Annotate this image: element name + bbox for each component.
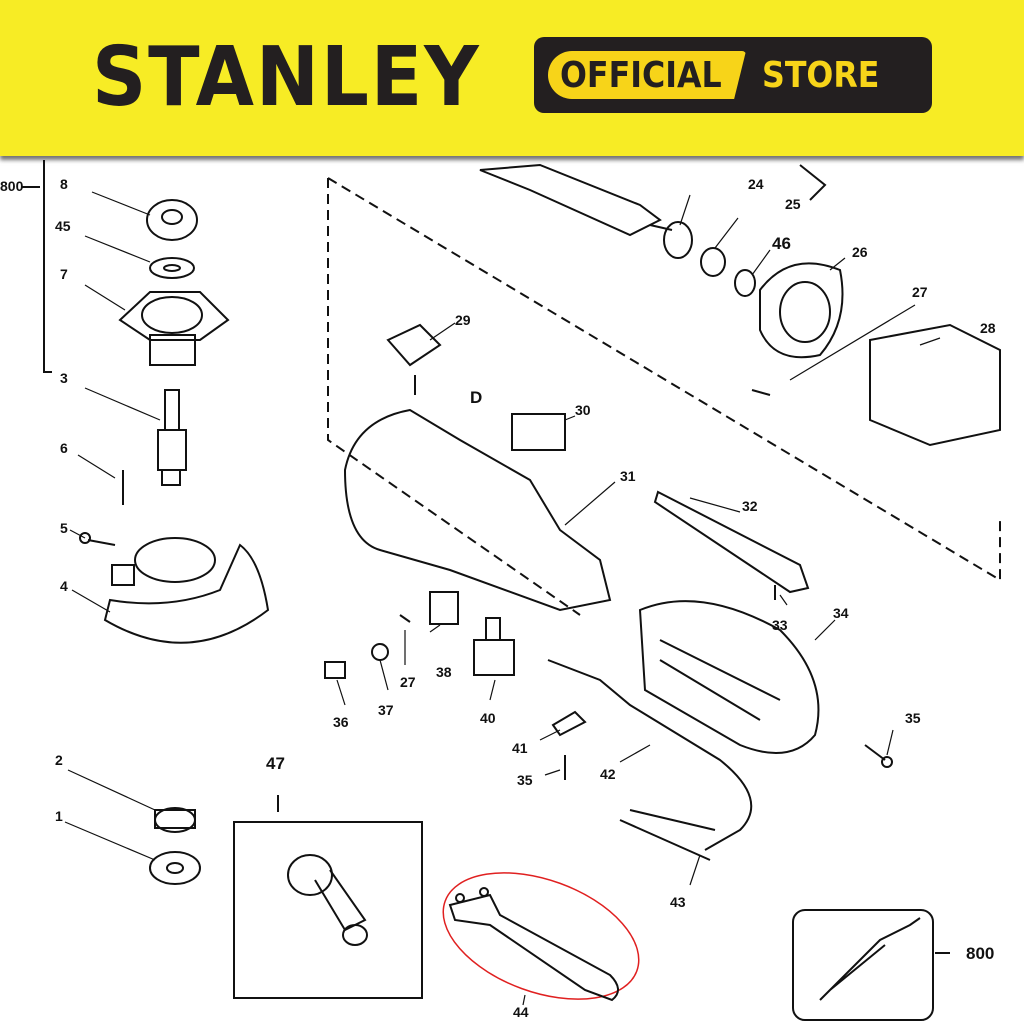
part-label-7: 7 — [60, 266, 68, 282]
part-label-36: 36 — [333, 714, 349, 730]
part-label-41: 41 — [512, 740, 528, 756]
part-26-baffle — [759, 262, 844, 359]
frame-corner — [799, 164, 827, 201]
part-label-27: 27 — [912, 284, 928, 300]
part-46-ring — [734, 269, 756, 297]
part-label-35: 35 — [517, 772, 533, 788]
part-29-brush-cover — [386, 323, 442, 395]
part-34-rear-housing — [638, 600, 820, 754]
part-47-side-handle-box — [233, 795, 423, 999]
part-label-6: 6 — [60, 440, 68, 456]
part-4-guard — [103, 537, 270, 644]
part-40-switch — [473, 617, 515, 676]
part-label-25: 25 — [785, 196, 801, 212]
store-banner: STANLEY OFFICIAL STORE — [0, 0, 1024, 156]
part-label-30: 30 — [575, 402, 591, 418]
part-30-label — [511, 413, 566, 451]
part-label-33: 33 — [772, 617, 788, 633]
stanley-logo: STANLEY — [92, 30, 481, 125]
part-label-38: 38 — [436, 664, 452, 680]
part-28-stator — [869, 323, 1001, 447]
part-45-washer — [149, 257, 195, 279]
part-label-44: 44 — [513, 1004, 529, 1020]
part-label-2: 2 — [55, 752, 63, 768]
part-label-43: 43 — [670, 894, 686, 910]
leader-lines — [64, 191, 941, 1006]
part-32-strap — [653, 490, 810, 594]
part-35-screw — [564, 744, 893, 780]
armature — [479, 163, 673, 237]
part-label-45: 45 — [55, 218, 71, 234]
callout-letter-d: D — [470, 388, 483, 407]
part-24-bearing — [663, 221, 693, 259]
part-3-spindle — [157, 389, 187, 486]
assembly-bracket — [22, 160, 52, 373]
official-label: OFFICIAL — [560, 55, 722, 96]
part-label-32: 32 — [742, 498, 758, 514]
part-label-47: 47 — [266, 754, 285, 773]
official-store-badge: OFFICIAL STORE — [534, 37, 932, 113]
part-31-housing — [343, 408, 612, 612]
dashed-assembly-frame — [327, 177, 1001, 616]
part-42-43-power-cord — [547, 659, 753, 861]
part-800-tool-box — [792, 909, 950, 1021]
official-label-box: OFFICIAL — [548, 51, 746, 99]
part-label-800: 800 — [966, 944, 995, 963]
part-36-brush — [324, 661, 346, 679]
part-label-5: 5 — [60, 520, 68, 536]
part-label-40: 40 — [480, 710, 496, 726]
part-label-29: 29 — [455, 312, 471, 328]
part-label-31: 31 — [620, 468, 636, 484]
store-label: STORE — [762, 55, 880, 96]
part-label-1: 1 — [55, 808, 63, 824]
part-label-42: 42 — [600, 766, 616, 782]
part-38-clip — [429, 591, 459, 625]
part-27-screw — [399, 389, 771, 623]
part-2-nut — [154, 807, 196, 833]
part-5-bolt — [79, 532, 116, 546]
part-label-46: 46 — [772, 234, 791, 253]
part-label-24: 24 — [748, 176, 764, 192]
part-label-800: 800 — [0, 178, 24, 194]
highlight-circle — [442, 872, 640, 1000]
part-44-spanner — [448, 887, 619, 1002]
part-label-3: 3 — [60, 370, 68, 386]
part-label-26: 26 — [852, 244, 868, 260]
part-37-spring — [371, 643, 389, 661]
part-label-8: 8 — [60, 176, 68, 192]
part-1-flange — [149, 851, 201, 885]
part-label-34: 34 — [833, 605, 849, 621]
part-25-bearing — [700, 247, 726, 277]
part-label-4: 4 — [60, 578, 68, 594]
part-label-28: 28 — [980, 320, 996, 336]
part-7-flange — [118, 291, 230, 366]
part-8-bearing — [146, 199, 198, 241]
part-label-27: 27 — [400, 674, 416, 690]
part-label-35: 35 — [905, 710, 921, 726]
part-label-37: 37 — [378, 702, 394, 718]
